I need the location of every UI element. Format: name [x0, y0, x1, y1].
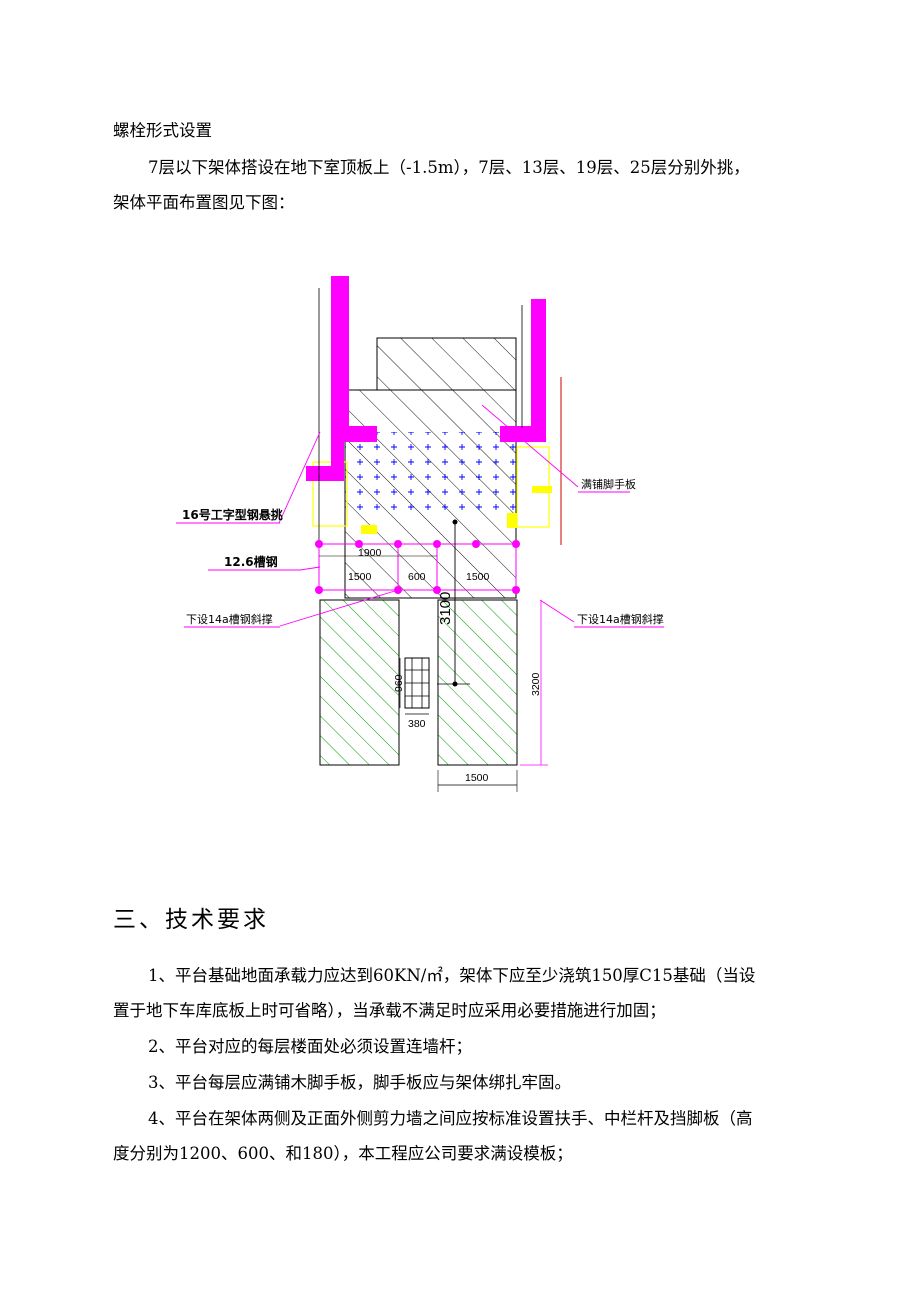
dim-1500-left: 1500 [348, 571, 372, 583]
paragraph-scaffold-floors: 7层以下架体搭设在地下室顶板上（-1.5m），7层、13层、19层、25层分别外… [148, 158, 750, 177]
requirement-line-3: 2、平台对应的每层楼面处必须设置连墙杆； [148, 1037, 472, 1056]
leader-channel [299, 566, 321, 571]
wall-left [319, 599, 400, 766]
label-i-beam: 16号工字型钢悬挑 [182, 507, 283, 522]
dim-600: 600 [408, 571, 426, 583]
paragraph-intro-end: 螺栓形式设置 [113, 121, 212, 140]
dim-960: 960 [393, 674, 405, 692]
requirement-line-1: 1、平台基础地面承载力应达到60KN/㎡，架体下应至少浇筑150厚C15基础（当… [148, 966, 756, 985]
leader-brace-left [279, 589, 399, 627]
wall-right [437, 599, 518, 766]
requirement-line-2: 置于地下车库底板上时可省略），当承载不满足时应采用必要措施进行加固； [113, 1001, 666, 1020]
requirement-line-6: 度分别为1200、600、和180），本工程应公司要求满设模板； [113, 1144, 573, 1163]
label-scaffold-board: 满铺脚手板 [581, 477, 636, 491]
yellow-frame-left [312, 461, 348, 527]
leader-board [481, 404, 579, 488]
requirement-line-4: 3、平台每层应满铺木脚手板，脚手板应与架体绑扎牢固。 [148, 1073, 571, 1092]
dim-1500-bottom: 1500 [465, 772, 489, 784]
yellow-block-right [532, 486, 552, 493]
label-brace-right: 下设14a槽钢斜撑 [577, 612, 664, 626]
leader-i-beam [278, 431, 321, 524]
label-channel: 12.6槽钢 [224, 554, 278, 569]
section-heading: 三、技术要求 [113, 907, 269, 933]
scaffold-board-area [345, 432, 516, 517]
dim-380: 380 [408, 718, 426, 730]
i-beam-right [500, 299, 546, 442]
dim-1500-right: 1500 [466, 571, 490, 583]
yellow-block-left [361, 525, 377, 534]
label-brace-left: 下设14a槽钢斜撑 [186, 612, 273, 626]
leader-brace-right [539, 599, 575, 623]
dim-3100: 3100 [437, 592, 454, 625]
paragraph-layout-ref: 架体平面布置图见下图： [113, 193, 295, 212]
dim-3200: 3200 [530, 672, 542, 696]
anchor-dots [315, 540, 520, 594]
yellow-block-mid [507, 513, 517, 528]
requirement-line-5: 4、平台在架体两侧及正面外侧剪力墙之间应按标准设置扶手、中栏杆及挡脚板（高 [148, 1109, 753, 1128]
core-wall-top [376, 337, 517, 391]
dim-1900: 1900 [358, 547, 382, 559]
i-beam-left [306, 276, 377, 481]
